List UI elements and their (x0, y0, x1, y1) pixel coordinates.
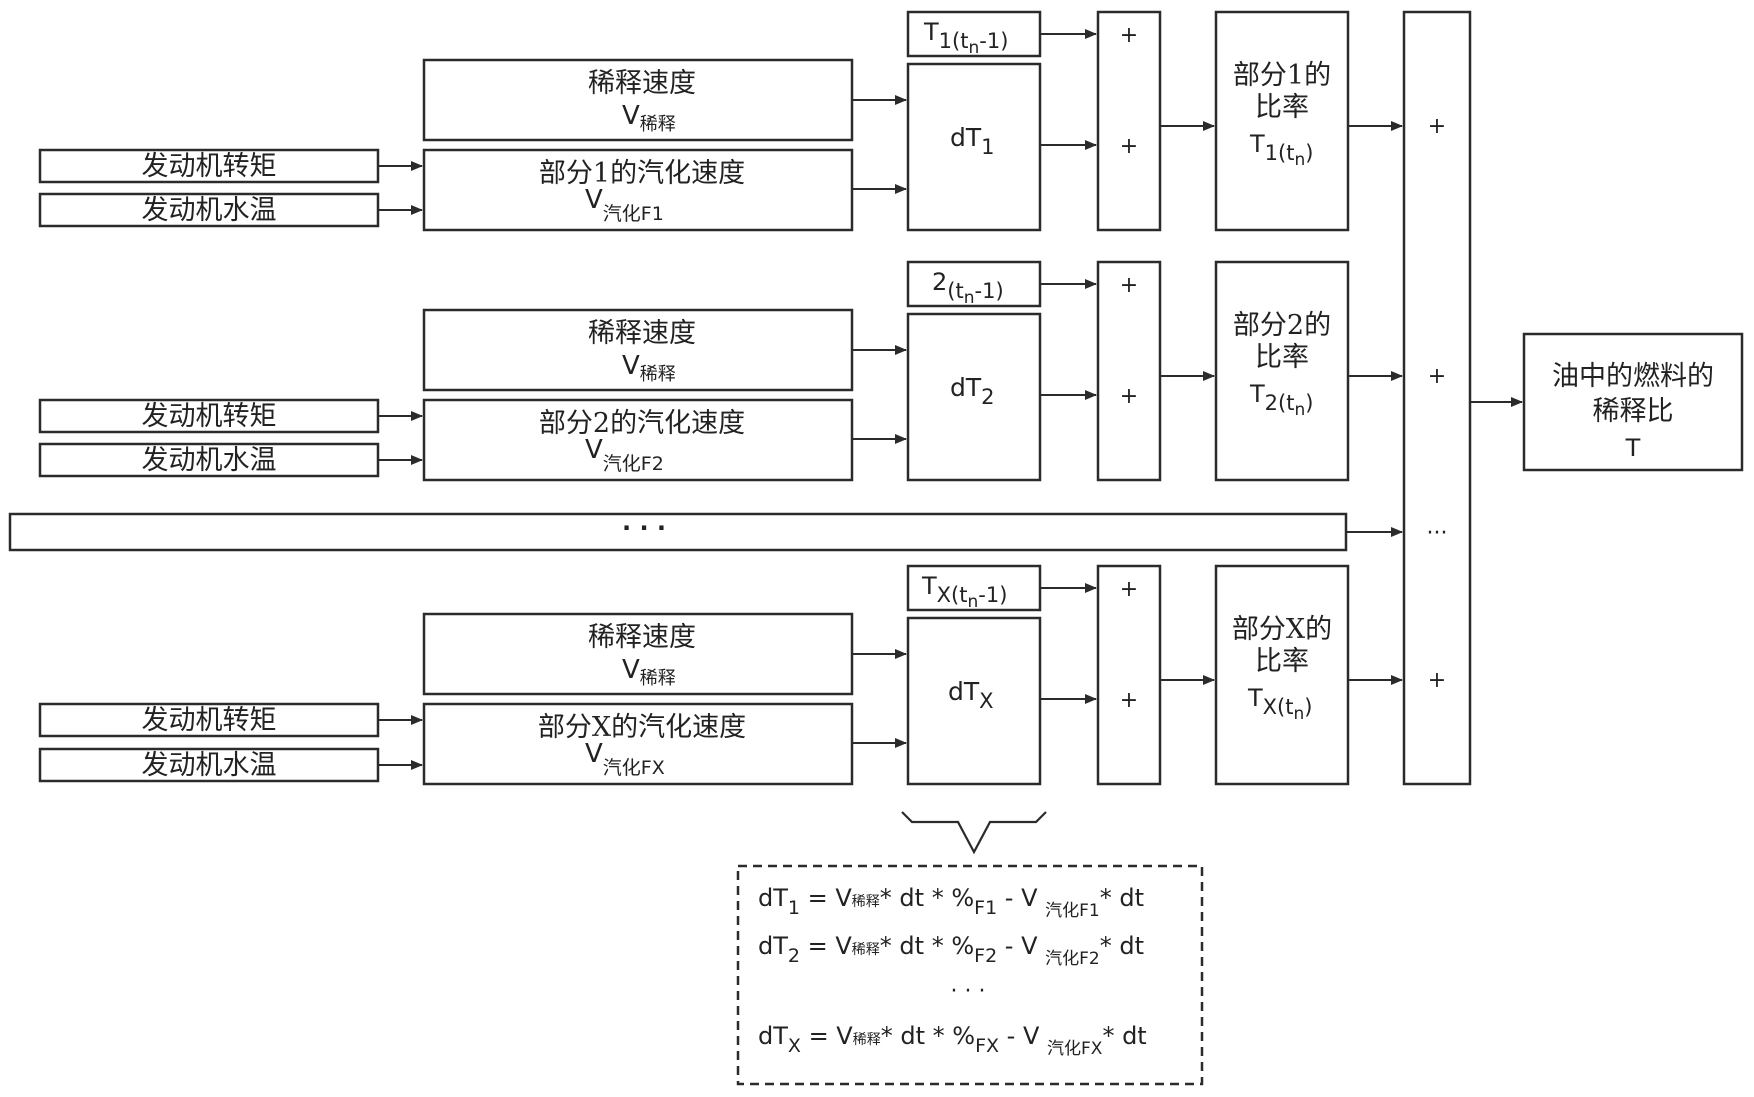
ellipsis-dots: · · · (622, 514, 666, 542)
delta-box-2 (906, 312, 1042, 482)
prev-ratio-label-1: T1(tn-1) (923, 18, 1008, 58)
ratio-var-x: TX(tn) (1247, 684, 1312, 724)
vaporization-speed-var-1: V汽化F1 (585, 185, 664, 225)
output-line2: 稀释比 (1593, 396, 1674, 427)
ratio-line1-2: 部分2的 (1233, 310, 1331, 341)
output-line3: T (1625, 434, 1641, 462)
sum-plus-1: + (1428, 114, 1446, 139)
sum-column (1402, 10, 1472, 786)
delta-label-x: dTX (948, 677, 994, 713)
sum-plus-2: + (1428, 364, 1446, 389)
formula-dots: · · · (951, 979, 986, 1004)
ratio-var-1: T1(tn) (1249, 130, 1313, 170)
adder-plus-top-2: + (1120, 273, 1138, 298)
ratio-line2-x: 比率 (1255, 646, 1309, 677)
prev-ratio-label-x: TX(tn-1) (921, 572, 1007, 612)
adder-box-x (1096, 564, 1162, 786)
ellipsis-row: · · · ··· (8, 512, 1448, 552)
output-line1: 油中的燃料的 (1552, 361, 1714, 392)
prev-ratio-label-2: 2(tn-1) (932, 268, 1004, 308)
dilution-speed-title-1: 稀释速度 (588, 68, 696, 99)
row-2: 发动机转矩 发动机水温 稀释速度 V稀释 部分2的汽化速度 V汽化F2 2(tn… (38, 260, 1446, 482)
adder-plus-bottom-x: + (1120, 688, 1138, 713)
output-box (1522, 332, 1744, 472)
sum-ellipsis: ··· (1427, 521, 1448, 546)
vaporization-speed-title-2: 部分2的汽化速度 (539, 408, 745, 439)
brace-icon (901, 811, 1047, 855)
adder-plus-bottom-1: + (1120, 134, 1138, 159)
ratio-line2-1: 比率 (1255, 92, 1309, 123)
output-block: 油中的燃料的 稀释比 T (1522, 332, 1744, 472)
engine-water-temp-label-1: 发动机水温 (142, 195, 277, 226)
formula-block: dT1 = V稀释* dt * %F1 - V 汽化F1* dt dT2 = V… (736, 864, 1204, 1086)
row-x: 发动机转矩 发动机水温 稀释速度 V稀释 部分X的汽化速度 V汽化FX TX(t… (38, 564, 1446, 786)
ratio-box-2 (1214, 260, 1350, 482)
ratio-var-2: T2(tn) (1249, 380, 1313, 420)
dilution-speed-var-1: V稀释 (622, 101, 676, 135)
engine-water-temp-label-x: 发动机水温 (142, 750, 277, 781)
engine-torque-label-2: 发动机转矩 (142, 401, 277, 432)
engine-water-temp-label-2: 发动机水温 (142, 445, 277, 476)
row-1: 发动机转矩 发动机水温 稀释速度 V稀释 部分1的汽化速度 V汽化F1 T1(t… (38, 10, 1446, 232)
adder-box-2 (1096, 260, 1162, 482)
formula-2: dT2 = V稀释* dt * %F2 - V 汽化F2* dt (758, 932, 1144, 969)
ratio-box-1 (1214, 10, 1350, 232)
ellipsis-bar (8, 512, 1348, 552)
adder-box-1 (1096, 10, 1162, 232)
vaporization-speed-var-2: V汽化F2 (585, 435, 664, 475)
engine-torque-label-x: 发动机转矩 (142, 705, 277, 736)
dilution-speed-title-2: 稀释速度 (588, 318, 696, 349)
engine-torque-label-1: 发动机转矩 (142, 151, 277, 182)
delta-box-x (906, 616, 1042, 786)
dilution-speed-var-2: V稀释 (622, 351, 676, 385)
adder-plus-top-1: + (1120, 23, 1138, 48)
sum-plus-x: + (1428, 668, 1446, 693)
formula-box (736, 864, 1204, 1086)
dilution-speed-var-x: V稀释 (622, 655, 676, 689)
adder-plus-top-x: + (1120, 577, 1138, 602)
ratio-line1-x: 部分X的 (1232, 614, 1332, 645)
vaporization-speed-var-x: V汽化FX (585, 739, 665, 779)
ratio-line1-1: 部分1的 (1233, 60, 1331, 91)
delta-label-1: dT1 (950, 123, 995, 159)
adder-plus-bottom-2: + (1120, 384, 1138, 409)
formula-x: dTX = V稀释* dt * %FX - V 汽化FX* dt (758, 1022, 1147, 1059)
delta-label-2: dT2 (950, 373, 995, 409)
vaporization-speed-title-1: 部分1的汽化速度 (539, 158, 745, 189)
delta-box-1 (906, 62, 1042, 232)
formula-1: dT1 = V稀释* dt * %F1 - V 汽化F1* dt (758, 884, 1144, 921)
vaporization-speed-title-x: 部分X的汽化速度 (538, 712, 746, 743)
ratio-box-x (1214, 564, 1350, 786)
ratio-line2-2: 比率 (1255, 342, 1309, 373)
dilution-speed-title-x: 稀释速度 (588, 622, 696, 653)
